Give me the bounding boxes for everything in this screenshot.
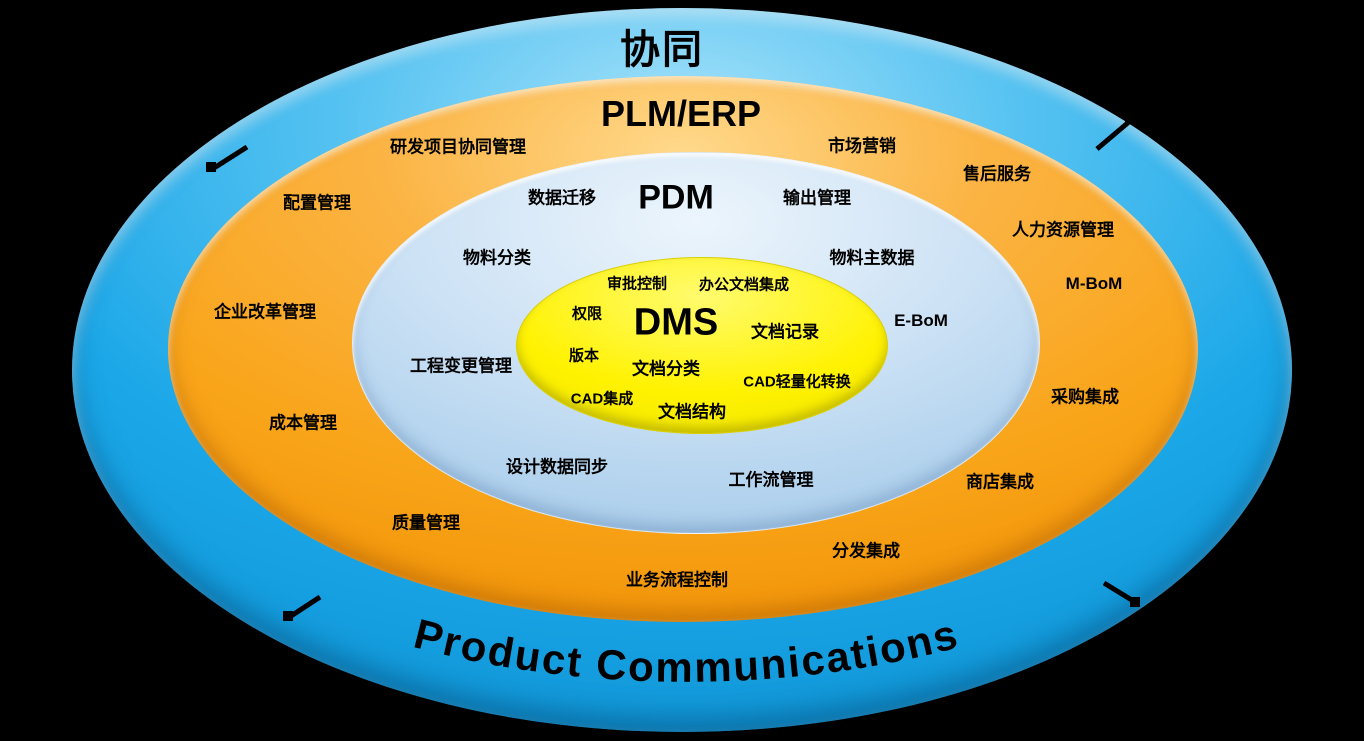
- plm-ring-label: 配置管理: [283, 193, 351, 213]
- plm-ring-label: 采购集成: [1051, 387, 1119, 407]
- plm-ring-label: 人力资源管理: [1012, 220, 1114, 240]
- pdm-ring-label: E-BoM: [894, 311, 948, 330]
- pdm-ring-label: 输出管理: [783, 188, 851, 208]
- dms-ring-label: 版本: [568, 347, 600, 365]
- plm-ring-label: M-BoM: [1065, 274, 1123, 293]
- pdm-title: PDM: [638, 178, 714, 217]
- dms-ring-label: 审批控制: [606, 275, 668, 293]
- plm-erp-title: PLM/ERP: [600, 93, 762, 134]
- pdm-ring-label: 物料主数据: [829, 248, 915, 268]
- collaboration-title: 协同: [620, 28, 704, 72]
- plm-ring-label: 研发项目协同管理: [390, 137, 526, 157]
- dms-ring-label: 办公文档集成: [698, 276, 790, 294]
- dms-ring-label: 文档记录: [751, 322, 819, 342]
- plm-ring-label: 商店集成: [966, 472, 1034, 492]
- dms-ring-label: 权限: [571, 305, 603, 323]
- dms-ring-label: CAD轻量化转换: [743, 373, 851, 391]
- pdm-ring-label: 设计数据同步: [506, 457, 608, 477]
- plm-ring-label: 业务流程控制: [626, 570, 728, 590]
- pdm-ring-label: 数据迁移: [528, 188, 596, 208]
- dms-ring: [516, 257, 888, 434]
- dms-ring-label: 文档分类: [632, 359, 700, 379]
- pdm-ring-label: 工作流管理: [728, 470, 814, 490]
- plm-ring-label: 分发集成: [832, 541, 900, 561]
- plm-ring-label: 成本管理: [269, 413, 337, 433]
- plm-ring-label: 质量管理: [392, 513, 460, 533]
- dms-ring-label: CAD集成: [570, 390, 634, 408]
- pdm-ring-label: 物料分类: [463, 248, 531, 268]
- dms-title: DMS: [633, 301, 719, 344]
- plm-ring-label: 市场营销: [828, 136, 896, 156]
- pdm-ring-label: 工程变更管理: [410, 356, 512, 376]
- plm-ring-label: 企业改革管理: [214, 302, 316, 322]
- plm-ring-label: 售后服务: [963, 164, 1031, 184]
- dms-ring-label: 文档结构: [658, 402, 726, 422]
